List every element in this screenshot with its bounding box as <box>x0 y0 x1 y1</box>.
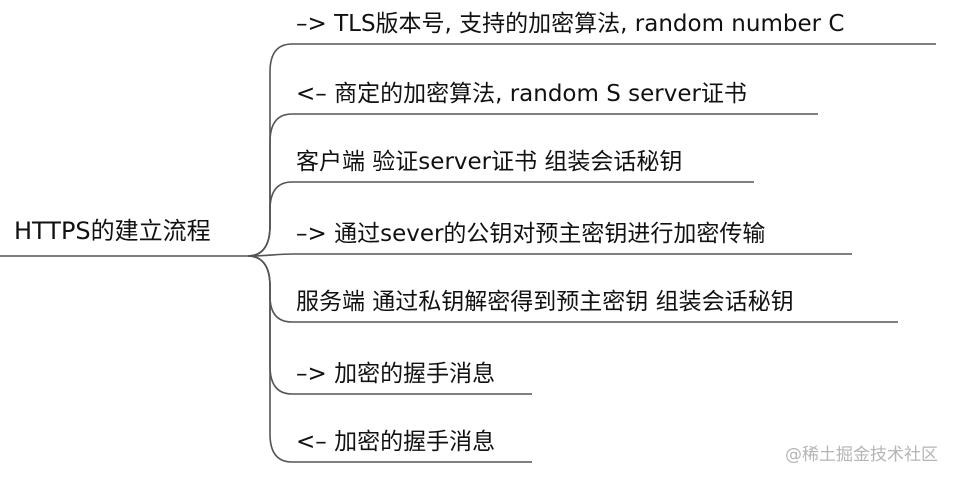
branch-server-finished: <– 加密的握手消息 <box>296 429 496 455</box>
connector-branch-4 <box>247 253 852 257</box>
connector-branch-7 <box>247 255 532 463</box>
branch-client-finished: –> 加密的握手消息 <box>296 361 496 387</box>
watermark-text: @稀土掘金技术社区 <box>785 445 938 465</box>
branch-server-hello: <– 商定的加密算法, random S server证书 <box>296 81 747 107</box>
branch-server-decrypt: 服务端 通过私钥解密得到预主密钥 组装会话秘钥 <box>296 289 794 315</box>
connector-branch-3 <box>247 181 754 257</box>
root-node-label: HTTPS的建立流程 <box>14 217 211 245</box>
branch-client-hello: –> TLS版本号, 支持的加密算法, random number C <box>296 11 845 37</box>
branch-client-verify: 客户端 验证server证书 组装会话秘钥 <box>296 149 683 175</box>
branch-premaster-transfer: –> 通过sever的公钥对预主密钥进行加密传输 <box>296 221 766 247</box>
